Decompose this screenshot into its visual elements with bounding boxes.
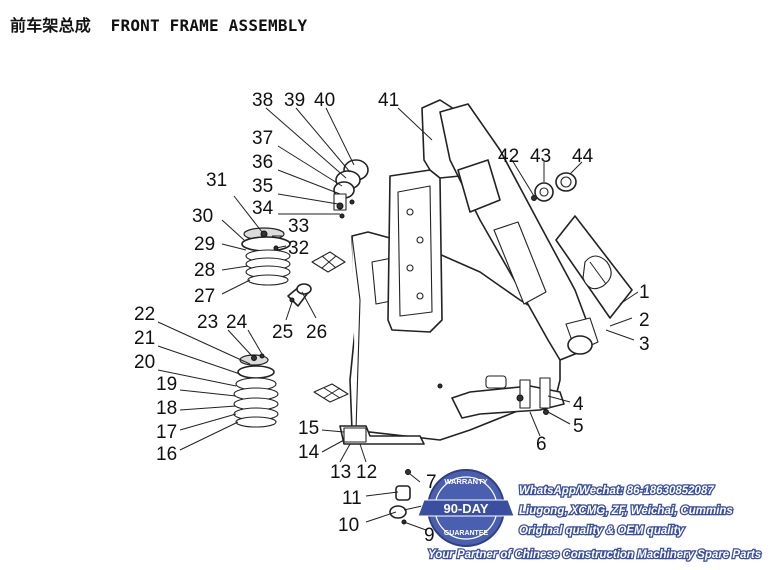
callout-1: 1	[639, 282, 650, 303]
pin-shaft	[287, 283, 312, 307]
callout-35: 35	[252, 176, 273, 197]
callout-34: 34	[252, 198, 274, 219]
upper-spring	[241, 227, 291, 286]
callout-31: 31	[206, 170, 227, 191]
seal-bottom-text: GUARANTEE	[444, 530, 489, 537]
watermark-line-1: WhatsApp/Wechat: 86-18630852087	[519, 485, 714, 497]
callout-29: 29	[194, 234, 215, 255]
callout-23: 23	[197, 312, 218, 333]
frame-arm	[439, 103, 599, 361]
watermark-line-4: Your Partner of Chinese Construction Mac…	[428, 549, 761, 561]
callout-22: 22	[134, 304, 155, 325]
callout-21: 21	[134, 328, 155, 349]
callout-30: 30	[192, 206, 213, 227]
callout-15: 15	[298, 418, 319, 439]
watermark: WhatsApp/Wechat: 86-18630852087 Liugong,…	[427, 484, 763, 563]
fitting-parts	[389, 469, 411, 525]
callout-24: 24	[226, 312, 248, 333]
washers	[531, 172, 577, 202]
callout-40: 40	[314, 90, 335, 111]
watermark-line-2: Liugong, XCMG, ZF, Weichai, Cummins	[519, 505, 733, 517]
callout-numbers: 1234567891011121314151617181920212223242…	[134, 90, 650, 546]
callout-33: 33	[288, 216, 309, 237]
callout-6: 6	[536, 434, 547, 455]
leader-lines	[157, 107, 639, 531]
callout-17: 17	[156, 422, 177, 443]
seal-middle-text: 90-DAY	[443, 501, 488, 516]
callout-43: 43	[530, 146, 551, 167]
callout-18: 18	[156, 398, 177, 419]
callout-39: 39	[284, 90, 305, 111]
page-title: 前车架总成 FRONT FRAME ASSEMBLY	[10, 16, 308, 35]
callout-9: 9	[424, 525, 435, 546]
callout-2: 2	[639, 310, 650, 331]
seal-top-text: WARRANTY	[444, 477, 487, 486]
watermark-line-3: Original quality & OEM quality	[519, 525, 684, 537]
callout-3: 3	[639, 334, 650, 355]
callout-19: 19	[156, 374, 177, 395]
callout-42: 42	[498, 146, 519, 167]
callout-5: 5	[573, 416, 584, 437]
callout-11: 11	[342, 488, 362, 509]
small-plate	[339, 425, 425, 445]
callout-44: 44	[572, 146, 594, 167]
callout-28: 28	[194, 260, 215, 281]
callout-13: 13	[330, 462, 351, 483]
callout-32: 32	[288, 238, 309, 259]
warranty-seal: WARRANTY 90-DAY GUARANTEE	[417, 469, 515, 547]
callout-41: 41	[378, 90, 399, 111]
lower-bracket	[437, 375, 565, 419]
callout-20: 20	[134, 352, 155, 373]
lower-spring	[233, 353, 279, 428]
callout-36: 36	[252, 152, 273, 173]
callout-27: 27	[194, 286, 215, 307]
side-cover-plate	[555, 215, 633, 319]
upper-mount-stack	[333, 159, 369, 219]
callout-4: 4	[573, 394, 584, 415]
callout-7: 7	[426, 472, 437, 493]
callout-12: 12	[356, 462, 377, 483]
callout-10: 10	[338, 515, 359, 536]
callout-25: 25	[272, 322, 293, 343]
callout-37: 37	[252, 128, 273, 149]
callout-38: 38	[252, 90, 273, 111]
callout-16: 16	[156, 444, 177, 465]
callout-14: 14	[298, 442, 320, 463]
callout-26: 26	[306, 322, 327, 343]
